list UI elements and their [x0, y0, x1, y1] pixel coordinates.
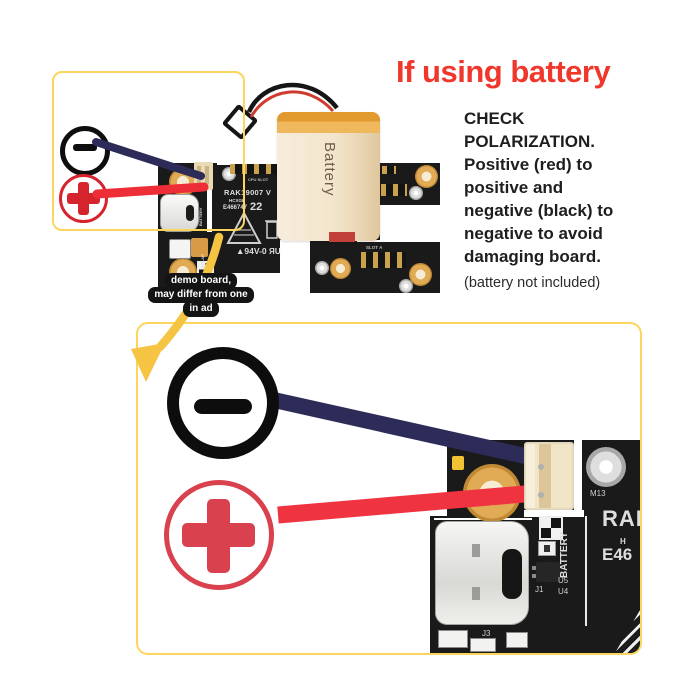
board-model-text: RAK19007 V [224, 188, 272, 197]
board-submodel-text: HCXGH [229, 198, 246, 203]
ic-leg [532, 574, 536, 578]
led-component [452, 456, 464, 470]
resistor-component [538, 541, 556, 556]
u4-label: U4 [558, 587, 569, 596]
mounting-hole [409, 263, 432, 286]
usb-contact [472, 544, 480, 557]
connector-slot [205, 166, 209, 184]
zoom-detail-box: M13 R22 J1 U5 U4 BATTERY RAK H E46 [136, 322, 642, 655]
solar-connector [169, 239, 191, 259]
mounting-hole [415, 165, 438, 188]
pcb-slot-cut [524, 510, 584, 517]
wire-negative-closeup [272, 392, 536, 466]
minus-symbol [60, 126, 110, 176]
usb-c-port-closeup [435, 521, 529, 625]
connector-slot [539, 444, 551, 508]
slot-a-connector [361, 252, 406, 268]
minus-bar [73, 144, 97, 151]
connector-pin [538, 464, 544, 470]
mounting-hole [330, 258, 351, 279]
cpu-slot-text: CPU SLOT [248, 177, 269, 182]
j1-label: J1 [535, 585, 544, 594]
usb-c-port [160, 194, 199, 232]
gold-pins [382, 166, 396, 174]
board-rev-text: 22 [250, 201, 263, 213]
connector-pin [538, 492, 544, 498]
connector-highlight [526, 444, 535, 508]
resistor-body [544, 545, 550, 552]
battery-top-band [277, 112, 380, 133]
m13-label: M13 [590, 489, 606, 498]
slot-a-text: SLOT A [366, 245, 383, 250]
instruction-text: CHECK POLARIZATION. Positive (red) to po… [464, 109, 614, 266]
test-pad [315, 261, 329, 275]
slot-connector [381, 184, 407, 196]
demo-badge-line: in ad [183, 301, 219, 317]
polarity-callout-box [52, 71, 245, 231]
plus-bar-h [67, 193, 100, 204]
demo-badge: demo board, may differ from one in ad [136, 273, 266, 317]
smd-component [506, 632, 528, 648]
page-title: If using battery [396, 54, 611, 89]
cpu-slot-connector [230, 164, 280, 174]
usb-c-slot [502, 549, 522, 599]
board-ul-file-text: E466747 [223, 205, 248, 211]
test-pad [399, 279, 413, 293]
silkscreen-line [585, 516, 587, 626]
test-pad-m13 [586, 447, 626, 487]
minus-symbol-large [167, 347, 279, 459]
pcb-slot-cut [574, 440, 582, 516]
pcb-middle-column [217, 165, 280, 273]
j3-label: J3 [482, 629, 491, 638]
u5-label: U5 [558, 576, 569, 585]
fiducial-marker [539, 516, 563, 540]
battery-tab [329, 232, 355, 242]
battery-silk-closeup: BATTERY [559, 531, 570, 578]
wire-positive-closeup [277, 484, 537, 524]
usb-contact [472, 587, 480, 600]
closeup-wires [272, 392, 537, 524]
ul-partial-text: E46 [602, 545, 633, 564]
model-partial-text: RAK [602, 506, 640, 531]
plus-symbol [59, 174, 108, 223]
battery-note: (battery not included) [464, 275, 601, 291]
solar-silk-text: SOLAR [200, 254, 205, 268]
battery: Battery [277, 112, 380, 242]
smd-component [438, 630, 468, 648]
battery-connector-closeup [524, 442, 574, 510]
flammability-rating: ▲94V-0 UR [236, 247, 281, 256]
ic-component-u5 [532, 562, 560, 582]
battery-label: Battery [321, 142, 338, 197]
ic-leg [532, 566, 536, 570]
flammability-text: ▲94V-0 [236, 246, 267, 256]
test-pad [409, 186, 423, 200]
plus-bar-h-large [182, 523, 255, 547]
minus-bar-large [194, 399, 252, 414]
battery-wire-black [246, 82, 339, 114]
smd-component [470, 638, 496, 652]
submodel-partial-text: H [620, 537, 626, 546]
usb-c-slot [186, 205, 194, 221]
plus-symbol-large [164, 480, 274, 590]
pcb-slot-cut [207, 186, 212, 232]
ul-recognized-mark: UR [269, 247, 281, 256]
